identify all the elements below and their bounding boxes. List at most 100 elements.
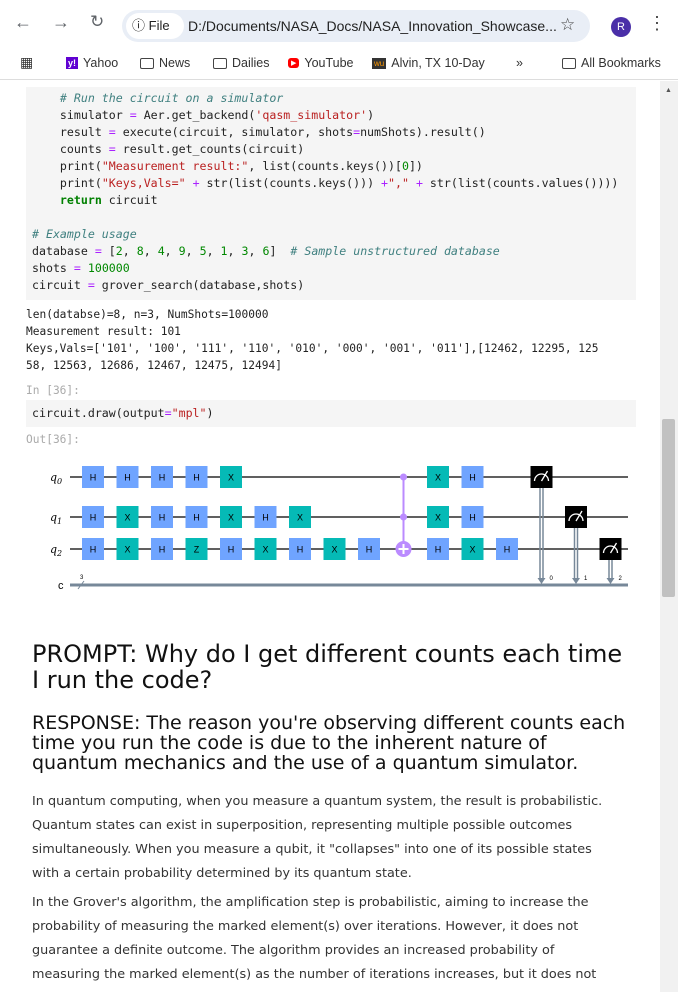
bit-index-label: 0 [550, 576, 554, 582]
gate-label: X [228, 513, 234, 523]
gate-x [220, 466, 242, 488]
scroll-up-icon[interactable]: ▲ [665, 87, 672, 94]
reload-icon[interactable]: ↻ [90, 12, 105, 31]
menu-icon[interactable]: ⋮ [648, 13, 666, 33]
bookmark-youtube[interactable]: ▶ YouTube [288, 56, 354, 70]
youtube-icon: ▶ [288, 58, 300, 68]
gate-h [289, 538, 311, 560]
wu-icon: wu [372, 57, 387, 69]
code-line [32, 209, 636, 226]
gate-label: H [297, 545, 304, 555]
measure-arrow [537, 578, 546, 584]
code-line: counts = result.get_counts(circuit) [32, 142, 305, 156]
gate-label: H [435, 545, 442, 555]
output-prompt: Out[36]: [26, 433, 80, 446]
bookmark-news[interactable]: News [140, 56, 190, 70]
gate-label: X [124, 513, 130, 523]
code-cell-draw[interactable]: circuit.draw(output="mpl") [26, 400, 636, 427]
gate-h [151, 538, 173, 560]
cell-output: len(databse)=8, n=3, NumShots=100000 Mea… [26, 308, 599, 372]
gate-h [82, 466, 104, 488]
gate-label: X [228, 473, 234, 483]
meter-icon [568, 510, 584, 522]
bookmark-yahoo[interactable]: y! Yahoo [66, 56, 118, 70]
back-icon[interactable]: ← [14, 12, 32, 32]
gate-label: H [90, 545, 97, 555]
file-label: File [148, 18, 170, 33]
forward-icon[interactable]: → [52, 12, 70, 32]
url-text[interactable]: D:/Documents/NASA_Docs/NASA_Innovation_S… [188, 18, 557, 34]
gate-x [289, 506, 311, 528]
measure-gate [530, 466, 553, 488]
bit-index-label: 1 [584, 576, 588, 582]
gate-label: H [159, 545, 166, 555]
gate-label: X [435, 473, 441, 483]
gate-label: X [262, 545, 268, 555]
measure-gate [565, 506, 587, 528]
scrollbar-thumb[interactable] [662, 419, 675, 597]
browser-toolbar: ← → ↻ ⓘ File D:/Documents/NASA_Docs/NASA… [0, 0, 678, 46]
gate-z [185, 538, 208, 560]
folder-icon [140, 57, 154, 69]
notebook-page: # Run the circuit on a simulator simulat… [0, 81, 660, 992]
gate-label: H [193, 473, 200, 483]
gate-label: H [228, 545, 235, 555]
scrollbar[interactable]: ▲ [660, 81, 678, 992]
bookmark-label: Yahoo [83, 56, 119, 70]
code-line: return circuit [59, 193, 158, 207]
gate-h [185, 466, 208, 488]
measure-arrow [606, 578, 615, 584]
bookmark-label: YouTube [304, 56, 354, 70]
measure-arrow [572, 578, 580, 584]
gate-label: X [331, 545, 337, 555]
all-bookmarks[interactable]: All Bookmarks [562, 56, 661, 70]
code-line: print("Measurement result:", list(counts… [32, 159, 423, 173]
code-line: database = [2, 8, 4, 9, 5, 1, 3, 6] # Sa… [32, 244, 500, 258]
site-info-chip[interactable]: ⓘ File [126, 13, 184, 39]
measure-gate [599, 538, 622, 560]
folder-icon [562, 57, 576, 69]
gate-label: H [504, 545, 511, 555]
apps-icon[interactable]: ▦ [20, 54, 34, 70]
meter-icon [533, 470, 550, 482]
gate-label: X [469, 545, 475, 555]
gate-label: X [435, 513, 441, 523]
gate-label: H [90, 473, 97, 483]
gate-x [323, 538, 346, 560]
gate-h [116, 466, 139, 488]
classical-width: 3 [80, 575, 84, 581]
gate-h [461, 466, 484, 488]
bookmark-dailies[interactable]: Dailies [213, 56, 270, 70]
gate-label: H [159, 513, 166, 523]
response-heading: RESPONSE: The reason you're observing di… [32, 712, 626, 774]
classical-slash [77, 580, 85, 590]
bookmark-star-icon[interactable]: ☆ [560, 15, 576, 34]
gate-h [151, 506, 173, 528]
gate-h [461, 506, 484, 528]
gate-h [496, 538, 518, 560]
address-bar[interactable]: ⓘ File D:/Documents/NASA_Docs/NASA_Innov… [122, 10, 590, 42]
gate-label: H [159, 473, 166, 483]
folder-icon [213, 57, 227, 69]
bookmark-label: News [159, 56, 191, 70]
all-bookmarks-label: All Bookmarks [581, 56, 661, 70]
qubit-label: q1 [50, 511, 62, 526]
code-cell[interactable]: # Run the circuit on a simulator simulat… [26, 87, 636, 300]
gate-label: X [297, 513, 303, 523]
code-line: simulator = Aer.get_backend('qasm_simula… [32, 108, 375, 122]
gate-x [427, 466, 449, 488]
code-line: # Run the circuit on a simulator [59, 91, 284, 105]
gate-label: H [90, 513, 97, 523]
yahoo-icon: y! [66, 57, 79, 69]
gate-x [220, 506, 242, 528]
control-dot [400, 513, 407, 521]
more-bookmarks-icon[interactable]: » [516, 56, 523, 70]
bit-index-label: 2 [619, 576, 623, 582]
classical-label: c [58, 580, 64, 592]
gate-x [461, 538, 484, 560]
profile-avatar[interactable]: R [611, 17, 631, 37]
gate-h [151, 466, 173, 488]
gate-label: Z [194, 545, 200, 555]
